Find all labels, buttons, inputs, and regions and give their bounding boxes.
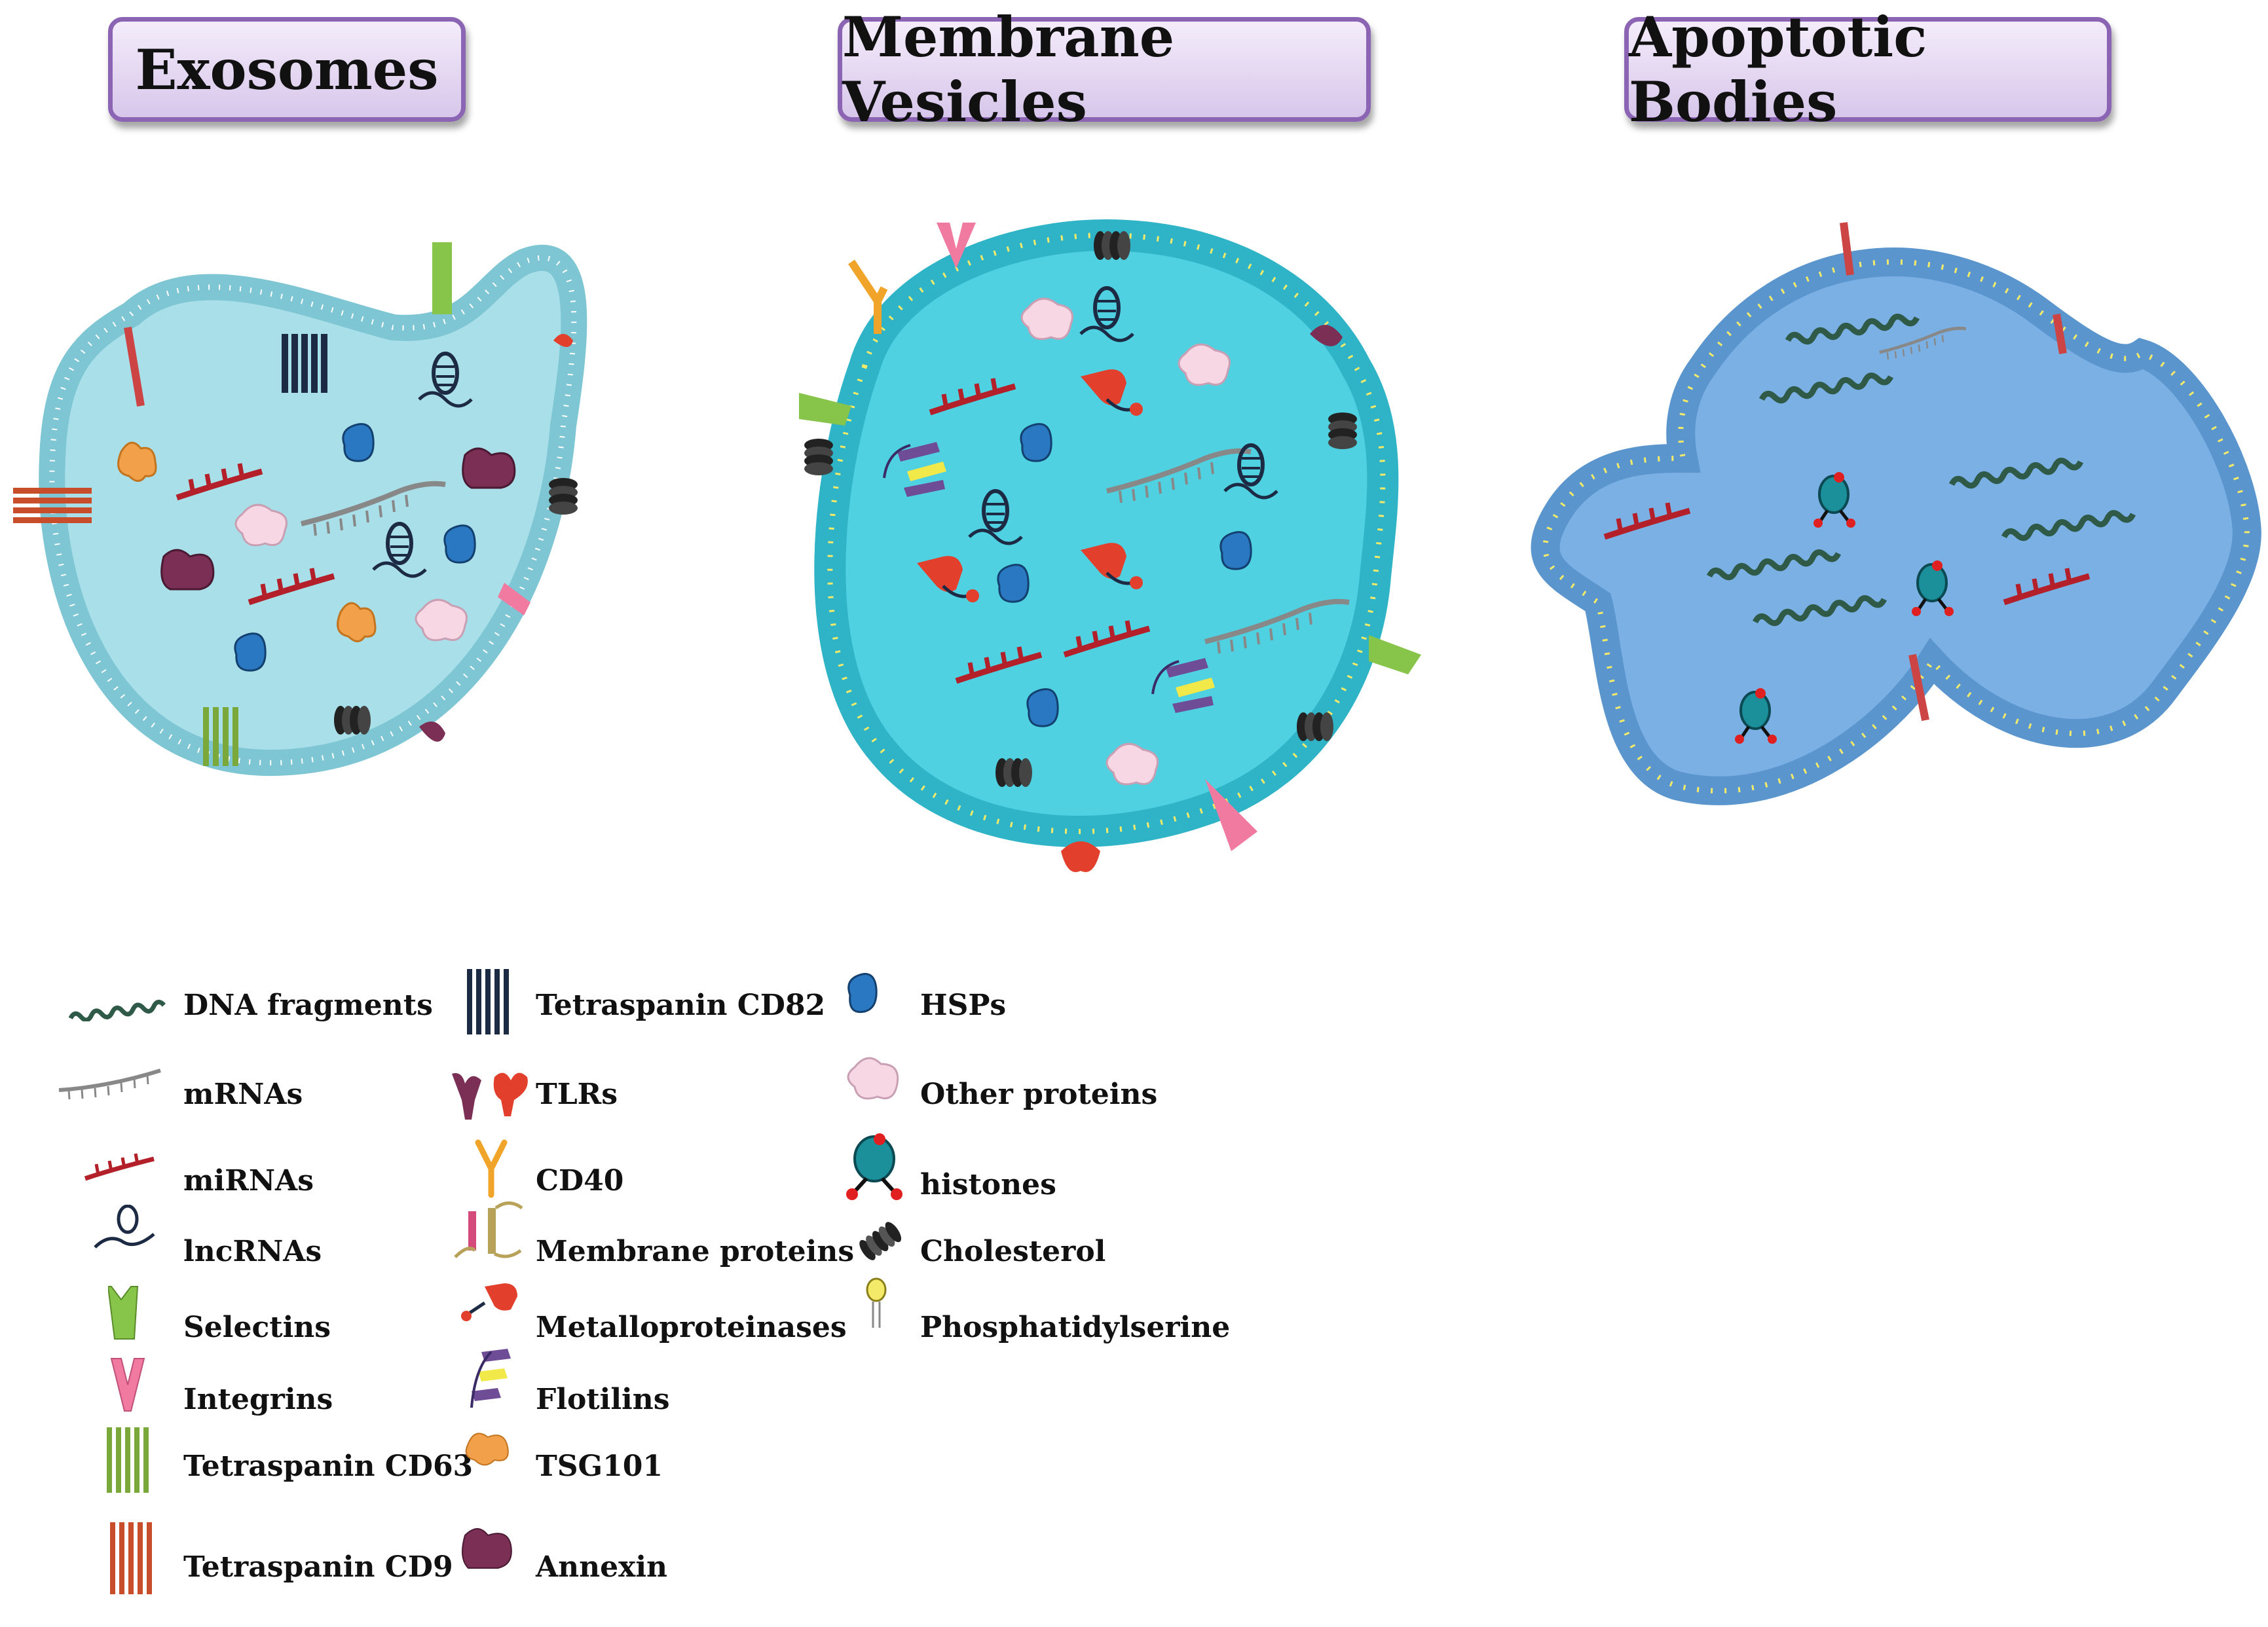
hsp-icon [847,973,878,1014]
legend-label-flotilins: Flotilins [536,1383,670,1416]
legend-label-tetraspanin-cd9: Tetraspanin CD9 [183,1550,453,1584]
membrane-vesicle-diagram [799,219,1421,872]
phosphatidylserine-icon [866,1277,887,1328]
legend-label-cd40: CD40 [536,1164,624,1197]
cd40-icon [475,1139,508,1198]
legend-label-cholesterol: Cholesterol [920,1235,1106,1268]
legend-label-histones: histones [920,1168,1056,1201]
legend-label-tetraspanin-cd63: Tetraspanin CD63 [183,1450,474,1483]
flotilin-icon [470,1349,511,1408]
legend-label-tsg101: TSG101 [536,1450,663,1483]
tetraspanin-cd63-icon [107,1427,149,1493]
legend-label-annexin: Annexin [536,1550,668,1584]
legend-label-dna-fragments: DNA fragments [183,989,433,1022]
legend-label-integrins: Integrins [183,1383,333,1416]
exosomes-title: Exosomes [108,17,466,122]
vesicle-diagrams [13,219,2261,872]
exosome-diagram [13,242,587,777]
mrna-icon [58,1069,161,1100]
histone-icon [846,1133,902,1200]
tetraspanin-cd82-icon [467,969,509,1034]
integrin-icon [110,1358,145,1412]
lncrna-icon [94,1205,155,1249]
legend-label-phosphatidylserine: Phosphatidylserine [920,1311,1231,1344]
legend-label-mrnas: mRNAs [183,1078,303,1111]
legend-label-tetraspanin-cd82: Tetraspanin CD82 [536,989,826,1022]
legend-label-membrane-proteins: Membrane proteins [536,1235,855,1268]
legend-label-metalloproteinases: Metalloproteinases [536,1311,847,1344]
membrane-protein-icon [454,1201,523,1258]
tlr-icon [452,1072,528,1120]
legend-label-selectins: Selectins [183,1311,331,1344]
tetraspanin-cd9-icon [110,1522,152,1594]
legend-label-tlrs: TLRs [536,1078,618,1111]
other-protein-icon [847,1057,899,1100]
legend-label-hsps: HSPs [920,989,1007,1022]
annexin-icon [462,1528,512,1569]
apoptotic-body-diagram [1531,222,2261,805]
legend-label-other-proteins: Other proteins [920,1078,1158,1111]
cholesterol-icon [859,1222,902,1260]
legend-label-mirnas: miRNAs [183,1164,314,1197]
dna-fragments-icon [68,999,166,1021]
mirna-icon [84,1153,155,1181]
selectin-icon [108,1286,139,1340]
legend-label-lncrnas: lncRNAs [183,1235,322,1268]
metalloproteinase-icon [461,1283,517,1321]
tsg101-icon [465,1433,509,1466]
